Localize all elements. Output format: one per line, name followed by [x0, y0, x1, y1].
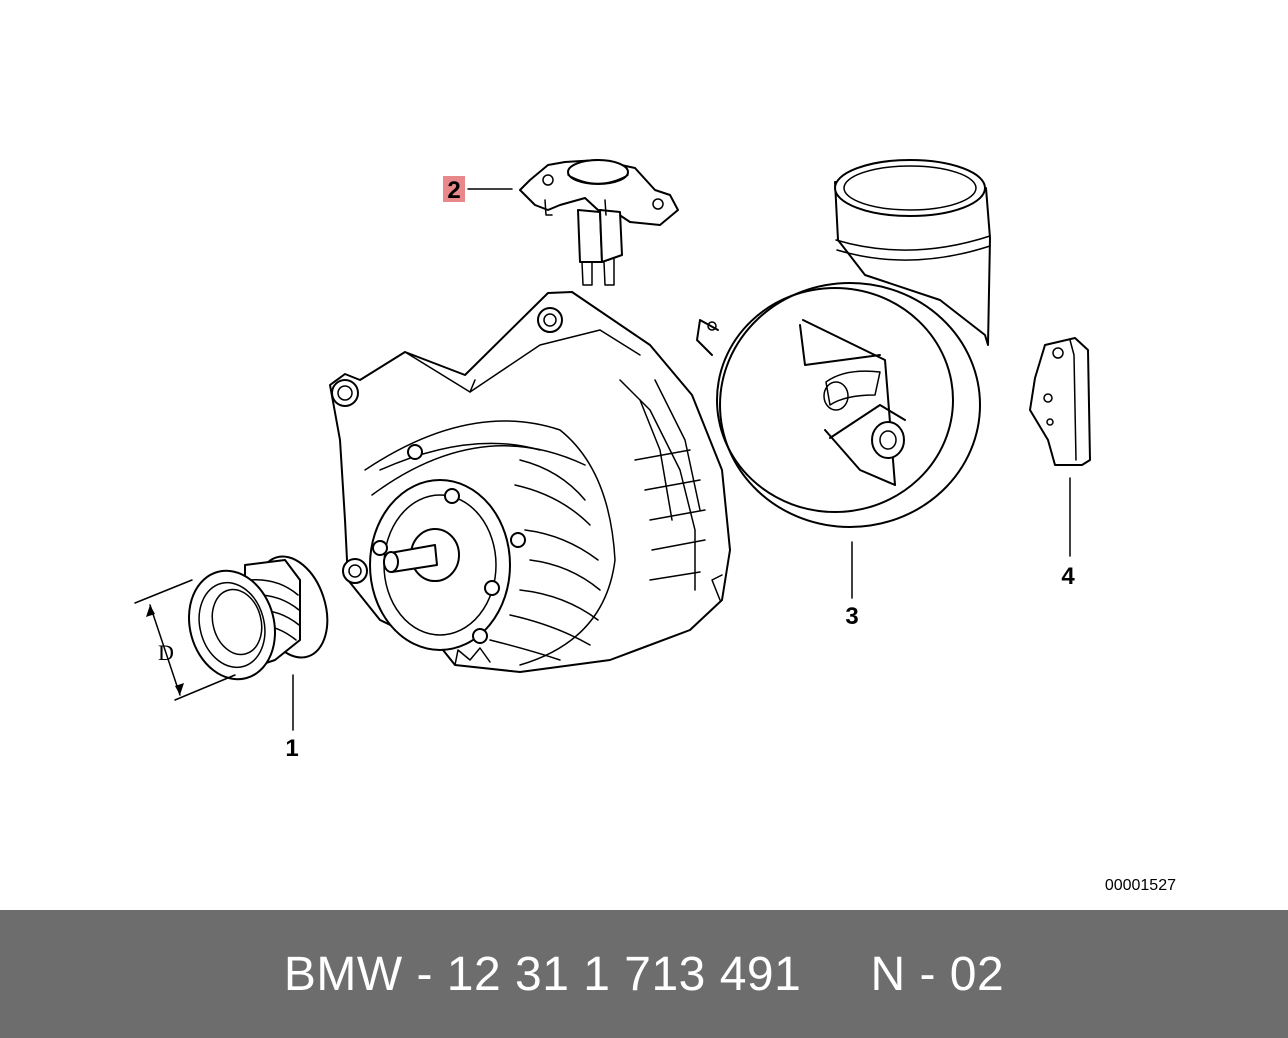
- footer-part-number: BMW - 12 31 1 713 491 N - 02: [283, 947, 1005, 1001]
- part-1-pulley: [134, 555, 329, 701]
- alternator-body: [329, 291, 731, 673]
- part-3-housing: [696, 159, 991, 528]
- footer-bar: BMW - 12 31 1 713 491 N - 02: [0, 910, 1288, 1038]
- callout-label-4: 4: [1061, 563, 1075, 590]
- callout-label-1: 1: [285, 735, 298, 762]
- callout-label-2: 2: [447, 177, 460, 204]
- callout-2-highlight: [443, 176, 465, 202]
- parts-diagram: 1 2 3 4 D 00001527: [134, 159, 1176, 894]
- reference-number: 00001527: [1105, 877, 1176, 894]
- dimension-label-d: D: [158, 640, 174, 665]
- callout-label-3: 3: [845, 603, 858, 630]
- part-4-bracket: [1029, 337, 1091, 466]
- part-2-regulator: [519, 159, 679, 286]
